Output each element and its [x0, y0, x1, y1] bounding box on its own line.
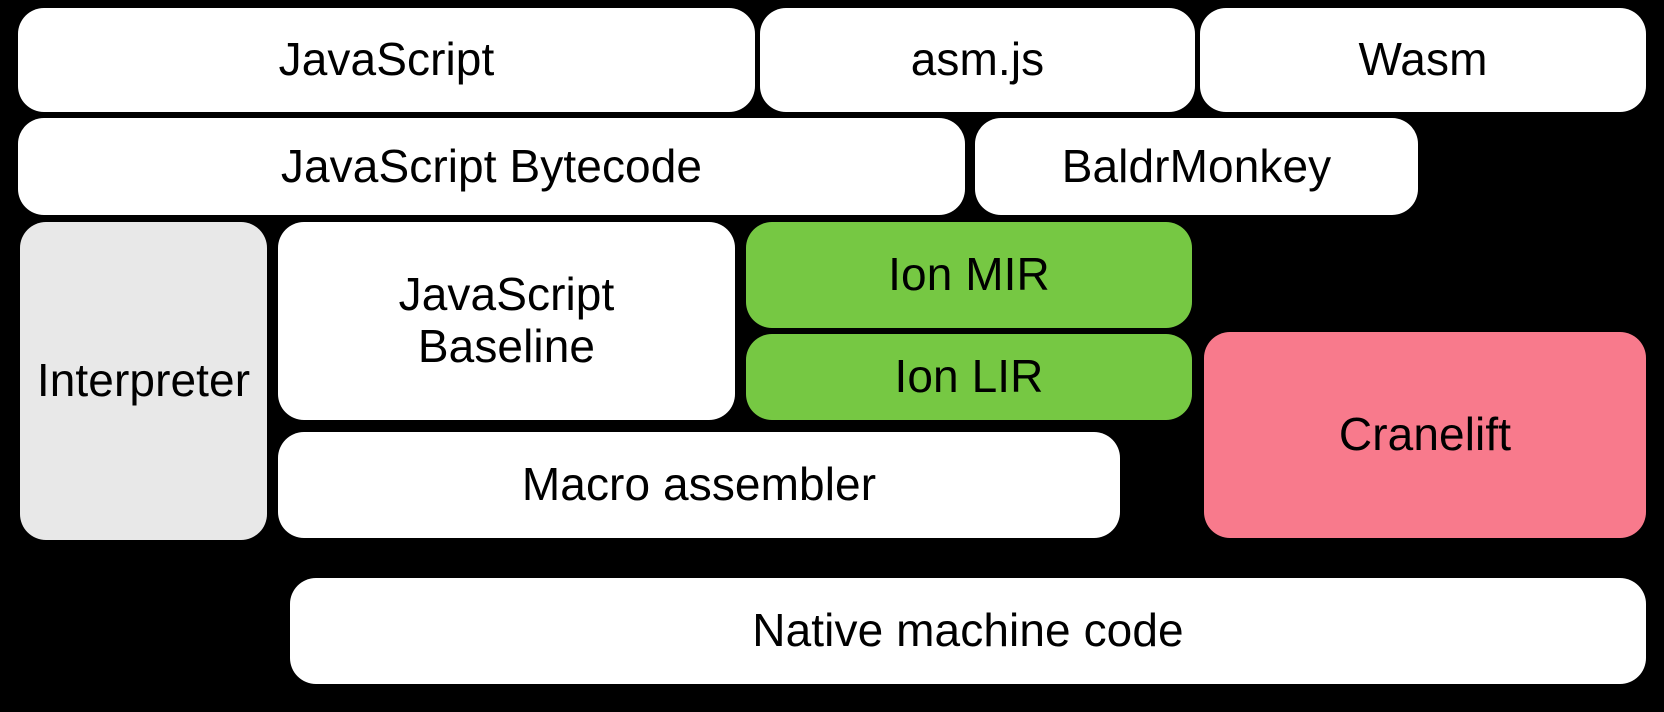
node-javascript-baseline: JavaScript Baseline [278, 222, 735, 420]
node-native-machine-code: Native machine code [290, 578, 1646, 684]
node-wasm: Wasm [1200, 8, 1646, 112]
node-javascript-bytecode: JavaScript Bytecode [18, 118, 965, 215]
node-cranelift: Cranelift [1204, 332, 1646, 538]
node-baldrmonkey: BaldrMonkey [975, 118, 1418, 215]
node-ion-mir: Ion MIR [746, 222, 1192, 328]
node-interpreter: Interpreter [20, 222, 267, 540]
node-javascript: JavaScript [18, 8, 755, 112]
node-ion-lir: Ion LIR [746, 334, 1192, 420]
node-asm-js: asm.js [760, 8, 1195, 112]
node-macro-assembler: Macro assembler [278, 432, 1120, 538]
